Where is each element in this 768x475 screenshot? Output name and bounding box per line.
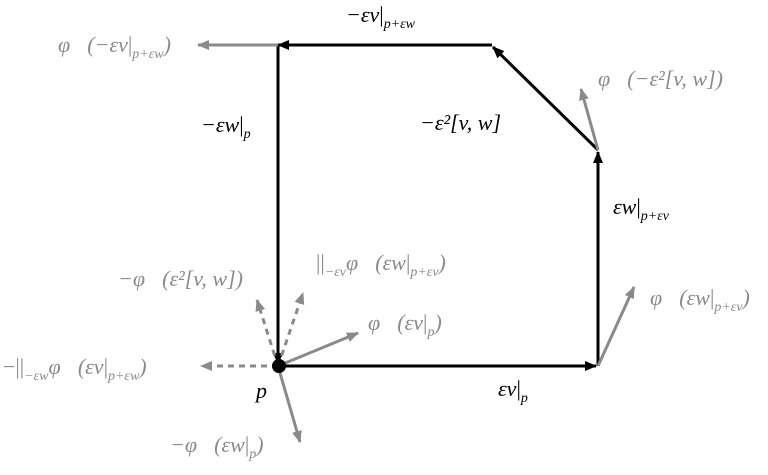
phi-ew-right-vector [596,286,636,367]
phi-ev-at-p-vector [277,331,359,368]
label-top-neg-ev: −εv|p+εw [346,2,416,32]
base-point-p [272,359,286,373]
label-phi-ev-at-p: φ⃗(εv|p) [368,310,442,340]
phi-bracket-topright-vector [579,88,600,151]
edge-diagonal-bracket [491,45,600,152]
label-diagonal-bracket: −ε²[v, w] [420,110,501,135]
point-label-p: p [254,378,267,403]
label-right-ew: εw|p+εv [613,194,670,224]
neg-phi-ew-down-vector [276,365,302,443]
label-phi-neg-ev-topleft: φ⃗(−εv|p+εw) [58,32,171,62]
label-phi-bracket-topright: φ⃗(−ε²[v, w]) [598,66,723,91]
label-left-neg-ew: −εw|p [201,112,251,142]
parallel-phi-ew-dashed-vector [276,292,305,367]
neg-phi-bracket-dashed-vector [255,299,280,367]
label-neg-phi-ew-down: −φ⃗(εw|p) [170,432,264,462]
label-phi-ew-right: φ⃗(εw|p+εv) [650,285,750,315]
label-neg-phi-bracket: −φ⃗(ε²[v, w]) [118,266,243,291]
label-parallel-phi-ev: −||−εwφ⃗(εv|p+εw) [3,354,147,384]
label-bottom-ev: εv|p [498,376,528,406]
label-parallel-phi-ew: ||−εvφ⃗(εw|p+εv) [316,250,446,280]
